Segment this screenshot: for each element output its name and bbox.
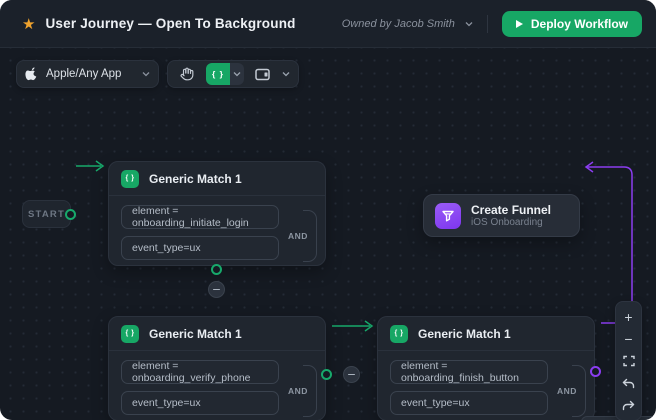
operator-bracket <box>303 210 317 262</box>
screen-record-tool[interactable] <box>252 63 274 85</box>
canvas-toolbar: Apple/Any App { } <box>16 60 299 88</box>
operator-connector: AND <box>287 210 317 262</box>
chevron-down-icon <box>142 70 150 78</box>
deploy-workflow-label: Deploy Workflow <box>530 16 628 31</box>
chevron-down-icon[interactable] <box>230 63 244 85</box>
output-port[interactable] <box>321 369 332 380</box>
node-body: element = onboarding_initiate_login even… <box>109 196 325 276</box>
chevron-down-icon[interactable] <box>282 70 290 78</box>
braces-icon: { } <box>390 324 408 343</box>
match-node-1[interactable]: { } Generic Match 1 element = onboarding… <box>108 161 326 266</box>
owner-label: Owned by Jacob Smith <box>341 17 455 30</box>
operator-bracket <box>572 365 586 417</box>
funnel-icon <box>435 202 461 229</box>
remove-edge-button[interactable] <box>343 366 360 383</box>
output-port[interactable] <box>590 366 601 377</box>
braces-icon: { } <box>121 169 139 188</box>
app-selector-label: Apple/Any App <box>46 68 122 80</box>
play-icon <box>515 19 523 28</box>
node-header: { } Generic Match 1 <box>109 317 325 351</box>
output-port[interactable] <box>211 264 222 275</box>
minus-icon <box>213 288 220 291</box>
node-body: element = onboarding_finish_button event… <box>378 351 594 420</box>
operator-connector: AND <box>287 365 317 417</box>
zoom-controls: + − <box>615 301 642 420</box>
deploy-workflow-button[interactable]: Deploy Workflow <box>501 10 642 37</box>
redo-button[interactable] <box>615 394 642 416</box>
node-title: Generic Match 1 <box>149 326 242 341</box>
braces-icon: { } <box>206 63 230 85</box>
operator-bracket <box>303 365 317 417</box>
chevron-down-icon[interactable] <box>465 20 473 28</box>
tool-group: { } <box>167 60 299 88</box>
remove-edge-button[interactable] <box>208 281 225 298</box>
undo-button[interactable] <box>615 372 642 394</box>
pan-hand-tool[interactable] <box>176 63 198 85</box>
operator-connector: AND <box>556 365 586 417</box>
condition-pill[interactable]: element = onboarding_initiate_login <box>121 205 279 229</box>
zoom-in-button[interactable]: + <box>624 309 633 325</box>
operator-label: AND <box>556 384 578 398</box>
workflow-canvas[interactable]: Apple/Any App { } <box>0 48 656 420</box>
node-title: Create Funnel <box>471 202 552 217</box>
match-block-tool[interactable]: { } <box>206 63 244 85</box>
operator-label: AND <box>287 384 309 398</box>
condition-pill[interactable]: element = onboarding_finish_button <box>390 360 548 384</box>
condition-pill[interactable]: event_type=ux <box>390 391 548 415</box>
condition-pill[interactable]: event_type=ux <box>121 391 279 415</box>
header-bar: ★ User Journey — Open To Background Owne… <box>0 0 656 48</box>
condition-pill[interactable]: event_type=ux <box>121 236 279 260</box>
node-body: element = onboarding_verify_phone event_… <box>109 351 325 420</box>
apple-icon <box>25 66 37 80</box>
favorite-star-icon[interactable]: ★ <box>22 15 36 33</box>
create-funnel-node[interactable]: Create Funnel iOS Onboarding <box>423 194 580 237</box>
minus-icon <box>348 373 355 376</box>
app-selector-dropdown[interactable]: Apple/Any App <box>16 60 159 88</box>
node-subtitle: iOS Onboarding <box>471 216 543 228</box>
node-header: { } Generic Match 1 <box>378 317 594 351</box>
page-title: User Journey — Open To Background <box>45 16 296 31</box>
braces-icon: { } <box>121 324 139 343</box>
start-node[interactable]: START <box>22 200 71 228</box>
output-port[interactable] <box>65 209 76 220</box>
node-title: Generic Match 1 <box>418 326 511 341</box>
node-title: Generic Match 1 <box>149 171 242 186</box>
condition-pill[interactable]: element = onboarding_verify_phone <box>121 360 279 384</box>
fit-view-button[interactable] <box>615 350 642 372</box>
operator-label: AND <box>287 229 309 243</box>
match-node-3[interactable]: { } Generic Match 1 element = onboarding… <box>377 316 595 420</box>
header-divider <box>486 14 488 33</box>
match-node-2[interactable]: { } Generic Match 1 element = onboarding… <box>108 316 326 420</box>
zoom-out-button[interactable]: − <box>624 331 633 347</box>
node-header: { } Generic Match 1 <box>109 162 325 196</box>
